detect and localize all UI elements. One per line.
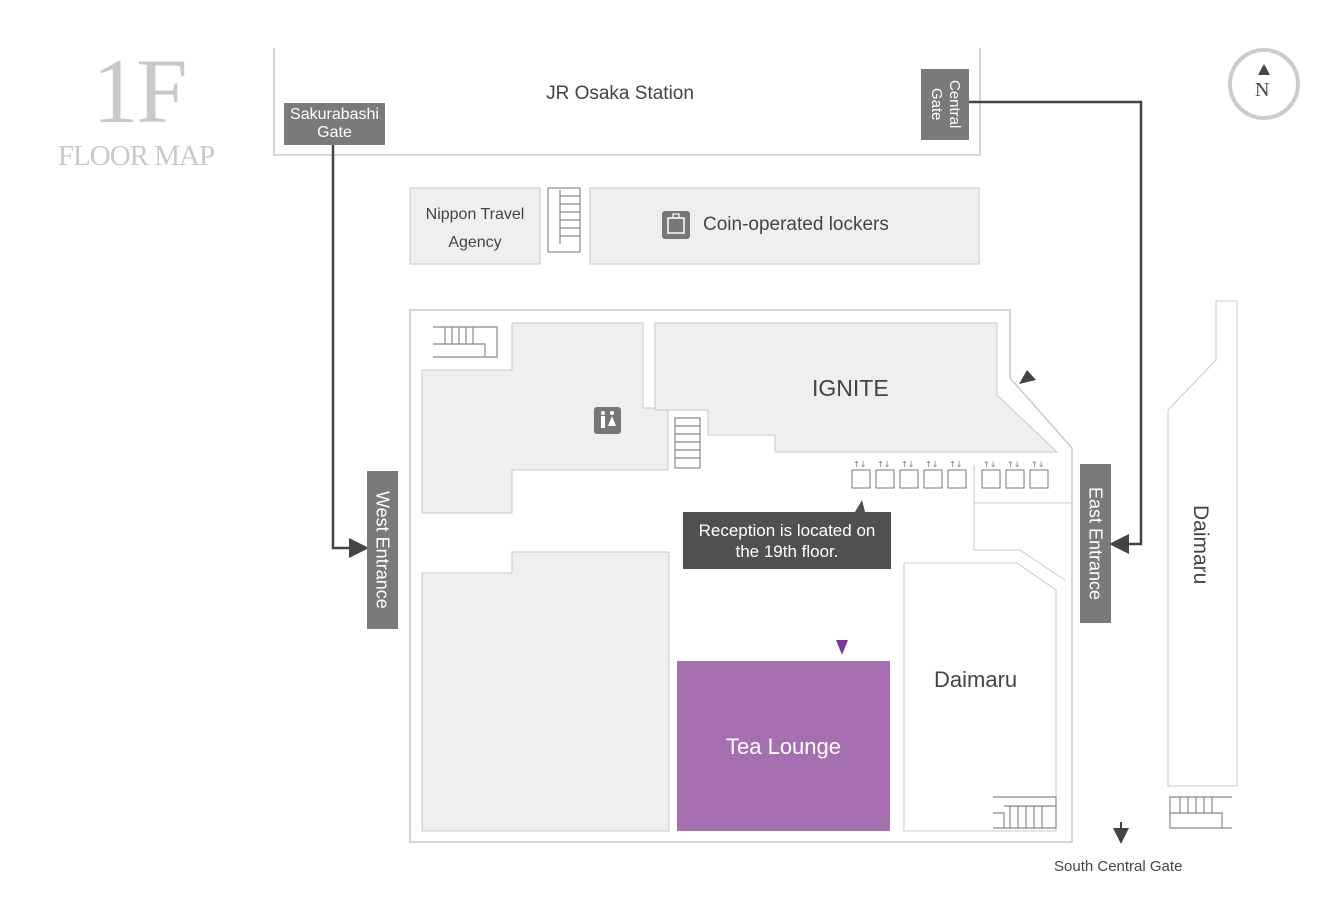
travel-agency-area[interactable] [409,187,541,265]
travel-agency-label: Nippon Travel Agency [425,206,525,251]
left-block-area[interactable] [421,551,670,832]
tea-lounge-area[interactable] [677,661,890,831]
locker-icon [662,211,690,239]
south-central-gate-label[interactable]: South Central Gate [1054,858,1183,875]
floor-number: 1F [92,40,187,142]
svg-text:↑↓: ↑↓ [983,460,996,469]
svg-text:↑↓: ↑↓ [877,460,890,469]
stairs-icon [1169,796,1232,829]
restroom-area[interactable] [421,322,669,514]
stairs-icon [674,417,701,469]
central-gate[interactable]: Central Gate [921,69,969,140]
lockers-label: Coin-operated lockers [703,214,889,235]
stairs-icon [433,326,498,358]
svg-text:↑↓: ↑↓ [1031,460,1044,469]
ignite-area[interactable] [654,322,1059,453]
callout-pointer [855,500,865,512]
west-route-arrow [331,145,369,558]
svg-text:↑↓: ↑↓ [949,460,962,469]
west-entrance[interactable]: West Entrance [367,471,398,629]
corridor-lines [973,465,1066,581]
svg-text:↑↓: ↑↓ [901,460,914,469]
daimaru-inner-area[interactable] [903,562,1057,832]
svg-text:↑↓: ↑↓ [925,460,938,469]
lockers-area[interactable] [589,187,980,265]
compass-icon [1228,48,1300,120]
restroom-icon [594,407,621,434]
ignite-label: IGNITE [812,375,889,401]
daimaru-inner-label: Daimaru [934,667,1018,692]
sakurabashi-gate[interactable]: Sakurabashi Gate [284,103,385,145]
east-route-arrow [969,100,1143,554]
entrance-marker-icon [1019,370,1036,384]
reception-callout: Reception is located on the 19th floor. [683,512,891,569]
elevator-arrows: ↑↓ ↑↓ ↑↓ ↑↓ ↑↓ ↑↓ ↑↓ ↑↓ [853,460,1044,469]
tea-lounge-label: Tea Lounge [726,734,841,759]
east-entrance[interactable]: East Entrance [1080,464,1111,623]
floor-map-title: FLOOR MAP [57,140,215,172]
svg-text:↑↓: ↑↓ [853,460,866,469]
compass-label: N [1255,79,1270,101]
stairs-icon [547,187,581,253]
daimaru-outer-area[interactable] [1167,300,1238,787]
daimaru-outer-label: Daimaru [1189,505,1212,585]
station-label: JR Osaka Station [546,83,694,104]
tea-lounge-marker-icon [836,640,848,655]
svg-text:↑↓: ↑↓ [1007,460,1020,469]
elevator-icon [851,469,1049,489]
stairs-icon [993,796,1057,829]
building-outline [409,309,1073,843]
